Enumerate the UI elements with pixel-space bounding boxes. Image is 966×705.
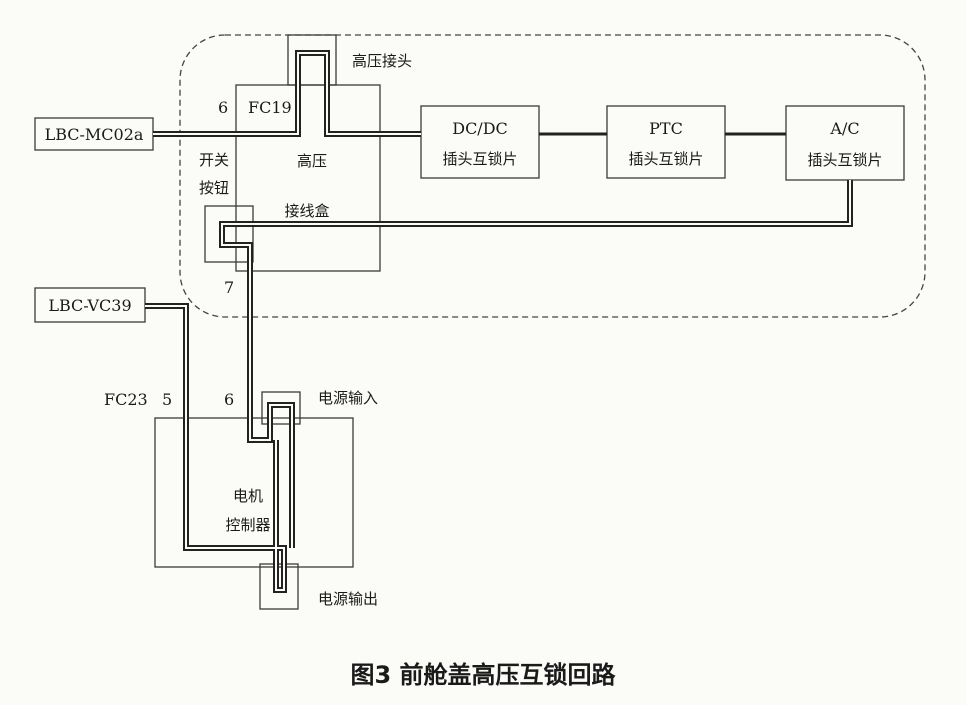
dcdc-label-2: 插头互锁片	[442, 150, 517, 168]
pin-6-top-label: 6	[218, 98, 228, 117]
power-input-connector-box	[261, 391, 301, 425]
hv-box-label-1: 高压	[297, 152, 327, 170]
hv-connector-label: 高压接头	[352, 52, 412, 70]
ac-interlock-box	[785, 105, 905, 181]
fc23-label: FC23	[104, 390, 148, 409]
dcdc-label-1: DC/DC	[452, 119, 508, 138]
switch-button-box	[204, 205, 254, 263]
switch-label-1: 开关	[199, 151, 229, 169]
ptc-interlock-box	[606, 105, 726, 179]
power-in-label: 电源输入	[318, 389, 378, 407]
ptc-label-1: PTC	[649, 119, 683, 138]
fc19-label: FC19	[248, 98, 292, 117]
interlock-wiring	[145, 50, 853, 593]
wire-mc02a-to-dcdc-inner	[153, 52, 421, 135]
figure-caption: 图3 前舱盖高压互锁回路	[350, 661, 616, 689]
pin-6-bottom-label: 6	[224, 390, 234, 409]
pin-7-label: 7	[224, 278, 234, 297]
ac-label-1: A/C	[829, 119, 859, 138]
lbc-vc39-label: LBC-VC39	[48, 296, 131, 315]
motor-label-2: 控制器	[225, 516, 270, 534]
hv-connector-box	[287, 34, 337, 86]
ac-label-2: 插头互锁片	[807, 151, 882, 169]
motor-label-1: 电机	[233, 487, 263, 505]
ptc-label-2: 插头互锁片	[628, 150, 703, 168]
pin-5-label: 5	[162, 390, 172, 409]
switch-label-2: 按钮	[199, 179, 229, 197]
hv-box-label-2: 接线盒	[284, 202, 329, 220]
dcdc-interlock-box	[420, 105, 540, 179]
wire-ac-to-motor-inner	[221, 180, 851, 441]
front-hood-dashed-enclosure	[179, 34, 926, 318]
lbc-mc02a-label: LBC-MC02a	[45, 125, 144, 144]
motor-controller-box	[154, 417, 354, 568]
wire-power-out-loop-inner	[145, 305, 285, 591]
power-out-label: 电源输出	[318, 590, 378, 608]
